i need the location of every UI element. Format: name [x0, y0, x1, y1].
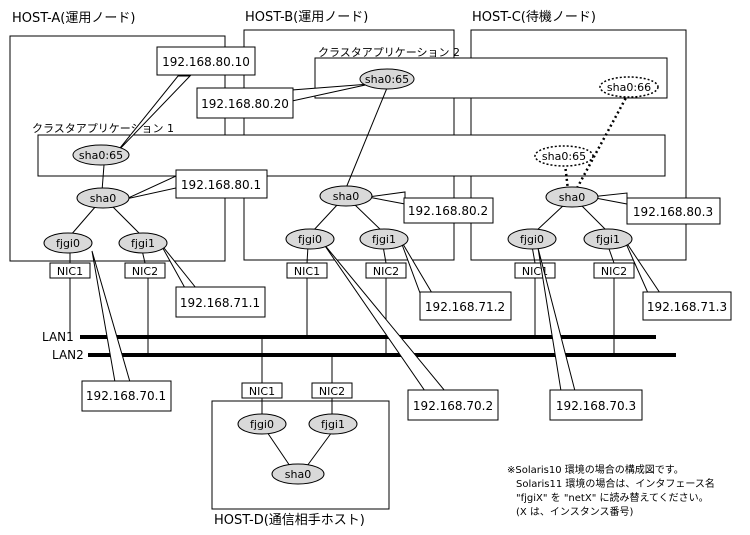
host-a-takeover-label: sha0:65: [79, 149, 123, 162]
host-a-nic2-label: NIC2: [132, 265, 158, 278]
ip-box-a-takeover: [156, 46, 256, 76]
host-d-fjgi1-label: fjgi1: [321, 418, 345, 431]
ip-box-c-fjgi1: [642, 291, 732, 321]
callout-a-fjgi0: [91, 250, 131, 383]
ip-a-takeover: 192.168.80.10: [162, 55, 250, 69]
host-d-nic2-label: NIC2: [319, 385, 345, 398]
host-c-standby-66-node: [599, 76, 659, 98]
ip-box-a-sha0: [175, 169, 268, 199]
tree-lines: [69, 87, 615, 467]
host-d-fjgi0-node: [237, 413, 287, 435]
host-d-sha0-node: [271, 463, 325, 485]
note-line-3: "fjgiX" を "netX" に読み替えてください。: [516, 491, 709, 504]
host-b-sha0-label: sha0: [333, 190, 359, 203]
host-c-nic2: [593, 262, 635, 279]
ip-box-a-fjgi1: [175, 286, 266, 318]
ip-c-fjgi0: 192.168.70.3: [556, 399, 636, 413]
callout-c-fjgi0: [537, 247, 576, 392]
host-b-nic1-label: NIC1: [294, 265, 320, 278]
lan2-label: LAN2: [52, 348, 84, 362]
host-b-takeover-label: sha0:65: [365, 73, 409, 86]
lan1-label: LAN1: [42, 330, 74, 344]
host-b-fjgi1-label: fjgi1: [372, 233, 396, 246]
host-a-sha0-node: [76, 187, 130, 209]
note-line-1: ※Solaris10 環境の場合の構成図です。: [507, 463, 684, 476]
ip-a-fjgi0: 192.168.70.1: [86, 389, 166, 403]
host-c-standby-66-label: sha0:66: [607, 81, 651, 94]
host-d-title: HOST-D(通信相手ホスト): [214, 513, 365, 528]
host-c-sha0-node: [545, 186, 599, 208]
ip-box-b-takeover: [196, 87, 294, 119]
host-b-fjgi0-node: [285, 228, 335, 250]
host-a-fjgi1-label: fjgi1: [131, 237, 155, 250]
note-line-4: (X は、インスタンス番号): [516, 506, 634, 518]
ip-box-b-sha0: [403, 197, 494, 224]
host-c-nic2-label: NIC2: [601, 265, 627, 278]
host-c-fjgi1-label: fjgi1: [596, 233, 620, 246]
host-c-fjgi1-node: [583, 228, 633, 250]
host-c-title: HOST-C(待機ノード): [472, 10, 596, 25]
ip-box-b-fjgi1: [419, 291, 512, 321]
host-a-sha0-label: sha0: [90, 192, 116, 205]
host-d-fjgi1-node: [308, 413, 358, 435]
callout-a-sha0: [125, 175, 177, 200]
callout-a-takeover: [115, 75, 192, 154]
nic-lan-links: [69, 278, 615, 383]
host-a-fjgi0-label: fjgi0: [56, 237, 80, 250]
host-b-fjgi0-label: fjgi0: [298, 233, 322, 246]
callout-b-sha0: [367, 191, 406, 205]
ip-b-fjgi0: 192.168.70.2: [413, 399, 493, 413]
host-b-fjgi1-node: [359, 228, 409, 250]
ip-b-sha0: 192.168.80.2: [408, 204, 488, 218]
host-a-title: HOST-A(運用ノード): [12, 11, 135, 26]
ip-a-fjgi1: 192.168.71.1: [180, 296, 260, 310]
host-b-nic1: [286, 262, 328, 279]
standby-links: [563, 93, 630, 191]
host-a-nic2: [124, 262, 166, 279]
host-d-nic1-label: NIC1: [249, 385, 275, 398]
host-b-nic2: [365, 262, 407, 279]
callouts: [91, 75, 661, 392]
ip-box-c-fjgi0: [549, 389, 643, 421]
host-b-sha0-node: [319, 185, 373, 207]
ip-box-a-fjgi0: [81, 380, 172, 412]
host-c-standby-65-label: sha0:65: [542, 150, 586, 163]
host-a-nic1-label: NIC1: [57, 265, 83, 278]
host-a-nic1: [49, 262, 91, 279]
ip-c-sha0: 192.168.80.3: [633, 205, 713, 219]
host-d-fjgi0-label: fjgi0: [250, 418, 274, 431]
host-b-nic2-label: NIC2: [373, 265, 399, 278]
host-a-takeover-node: [72, 144, 130, 166]
app2-label: クラスタアプリケーション 2: [318, 46, 460, 59]
host-c-fjgi0-label: fjgi0: [520, 233, 544, 246]
ip-b-takeover: 192.168.80.20: [201, 97, 289, 111]
ip-c-fjgi1: 192.168.71.3: [647, 300, 727, 314]
note-line-2: Solaris11 環境の場合は、インタフェース名: [516, 477, 715, 490]
app1-label: クラスタアプリケーション 1: [32, 122, 174, 135]
host-d-nic2: [311, 382, 353, 399]
host-a-fjgi0-node: [43, 232, 93, 254]
host-c-fjgi0-node: [507, 228, 557, 250]
ip-box-c-sha0: [626, 197, 721, 225]
host-d-nic1: [241, 382, 283, 399]
host-d-box: [211, 400, 390, 510]
host-b-title: HOST-B(運用ノード): [245, 10, 368, 25]
ip-a-sha0: 192.168.80.1: [181, 178, 261, 192]
host-c-sha0-label: sha0: [559, 191, 585, 204]
host-c-standby-65-node: [534, 145, 594, 167]
ip-box-b-fjgi0: [407, 389, 499, 421]
ip-b-fjgi1: 192.168.71.2: [425, 300, 505, 314]
host-a-fjgi1-node: [118, 232, 168, 254]
host-d-sha0-label: sha0: [285, 468, 311, 481]
host-b-takeover-node: [359, 68, 415, 90]
